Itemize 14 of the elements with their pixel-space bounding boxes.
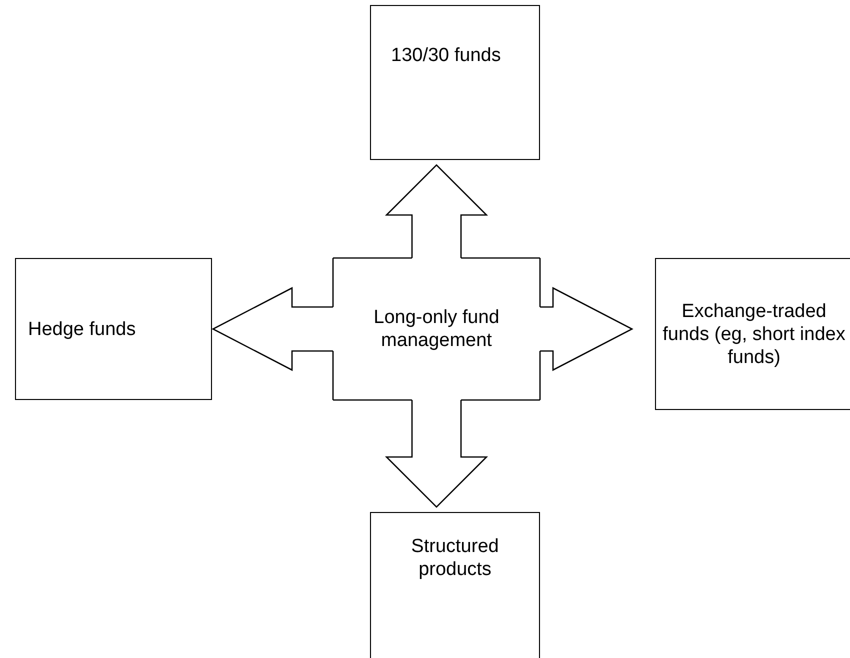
block-arrow	[384, 399, 488, 508]
block-arrow	[384, 164, 488, 259]
box	[655, 258, 850, 410]
box-label: Structured products	[410, 535, 500, 581]
box-label: Exchange-traded funds (eg, short index funds)	[662, 300, 846, 368]
box-label: 130/30 funds	[391, 44, 501, 67]
box	[370, 5, 540, 160]
block-arrow	[539, 286, 634, 372]
box	[15, 258, 212, 400]
hub-shape	[333, 258, 540, 400]
block-arrow	[212, 286, 334, 372]
box-label: Long-only fund management	[372, 306, 500, 352]
box	[370, 512, 540, 658]
box-label: Hedge funds	[28, 318, 136, 340]
